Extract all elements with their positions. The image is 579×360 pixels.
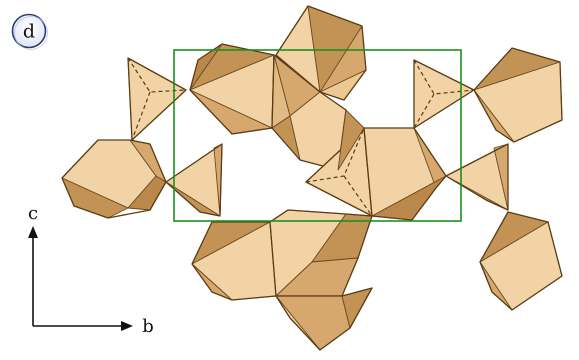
- c-axis-arrowhead: [28, 226, 38, 238]
- octahedron-bottom: [275, 287, 373, 351]
- polyhedra-layer: [61, 5, 563, 351]
- octahedron-lower-center: [269, 209, 373, 297]
- b-axis-arrowhead: [121, 321, 133, 331]
- tetrahedron-upper-left: [127, 57, 187, 141]
- octahedron-upper-right: [473, 47, 563, 143]
- tetrahedron-middle-left: [165, 143, 223, 217]
- octahedron-lower-right: [479, 211, 563, 311]
- tetrahedron-middle-right: [445, 143, 509, 211]
- b-axis-label: b: [142, 316, 154, 337]
- axes-indicator: c b: [28, 203, 154, 337]
- c-axis-label: c: [28, 203, 38, 224]
- panel-label-badge: d: [11, 13, 48, 50]
- tetrahedron-upper-right: [413, 59, 475, 129]
- unit-cell-outline: [173, 49, 462, 222]
- panel-label: d: [23, 21, 35, 43]
- octahedron-center: [271, 54, 347, 171]
- octahedron-top: [275, 5, 367, 101]
- octahedron-upper-left: [189, 43, 275, 135]
- octahedron-left: [61, 139, 167, 219]
- octahedron-right-center: [337, 109, 447, 221]
